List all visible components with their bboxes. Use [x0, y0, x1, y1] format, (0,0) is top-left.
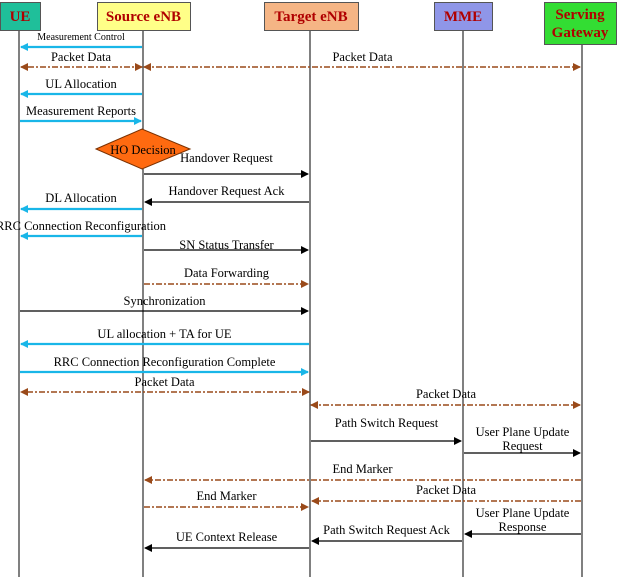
message-label: Packet Data [332, 50, 392, 64]
message-label: Data Forwarding [184, 266, 270, 280]
message-label-line2: Response [499, 520, 547, 534]
message-label: Handover Request [180, 151, 273, 165]
message-label: Packet Data [51, 50, 111, 64]
message-13: UL allocation + TA for UE [20, 327, 309, 348]
entity-box [97, 2, 191, 31]
entity-box [0, 2, 41, 31]
message-15: Packet Data [20, 375, 310, 396]
entity-label: Target eNB [274, 9, 347, 25]
ho-decision: HO Decision [94, 128, 192, 170]
entity-label: Source eNB [106, 9, 181, 25]
message-19: End Marker [144, 462, 581, 484]
entity-box [544, 2, 617, 45]
message-6: Handover Request [144, 151, 309, 178]
message-7: Handover Request Ack [144, 184, 309, 206]
message-label: UL allocation + TA for UE [97, 327, 232, 341]
message-1: Measurement Control [20, 32, 142, 51]
message-label: UL Allocation [45, 77, 117, 91]
message-9: RRC Connection Reconfiguration [0, 219, 167, 240]
message-label: RRC Connection Reconfiguration [0, 219, 167, 233]
message-label: SN Status Transfer [179, 238, 274, 252]
message-label: End Marker [332, 462, 393, 476]
message-2: Packet Data [20, 50, 143, 71]
entity-ue: UE [0, 2, 41, 31]
message-label: Packet Data [416, 483, 476, 497]
message-12: Synchronization [20, 294, 309, 315]
entity-box [434, 2, 493, 31]
entity-mme: MME [434, 2, 493, 31]
message-20: Packet Data [311, 483, 581, 505]
entity-label: MME [444, 9, 482, 25]
message-14: RRC Connection Reconfiguration Complete [20, 355, 309, 376]
decision-label: HO Decision [110, 143, 176, 157]
entity-label-line2: Gateway [552, 25, 609, 41]
message-label: UE Context Release [176, 530, 278, 544]
message-10: SN Status Transfer [144, 238, 309, 254]
message-label: User Plane Update [476, 506, 570, 520]
message-label: End Marker [196, 489, 257, 503]
decision-diamond [94, 128, 192, 170]
message-5: Measurement Reports [20, 104, 142, 125]
message-label: Handover Request Ack [169, 184, 286, 198]
message-23: Path Switch Request Ack [311, 523, 462, 545]
message-24: UE Context Release [144, 530, 309, 552]
message-label-line2: Request [502, 439, 543, 453]
message-label: Synchronization [124, 294, 207, 308]
message-label: Measurement Control [37, 32, 125, 43]
message-17: Path Switch Request [311, 416, 462, 445]
message-label: DL Allocation [45, 191, 117, 205]
message-label: User Plane Update [476, 425, 570, 439]
message-label: Packet Data [416, 387, 476, 401]
entity-label: UE [10, 9, 31, 25]
message-label: Path Switch Request [335, 416, 439, 430]
message-label: RRC Connection Reconfiguration Complete [54, 355, 276, 369]
message-8: DL Allocation [20, 191, 142, 213]
entity-source-enb: Source eNB [97, 2, 191, 31]
entity-label: Serving [555, 7, 605, 23]
message-4: UL Allocation [20, 77, 142, 98]
message-label: Measurement Reports [26, 104, 136, 118]
message-16: Packet Data [310, 387, 581, 409]
message-label: Path Switch Request Ack [323, 523, 450, 537]
message-11: Data Forwarding [144, 266, 309, 288]
message-label: Packet Data [134, 375, 194, 389]
entity-target-enb: Target eNB [264, 2, 359, 31]
message-21: End Marker [144, 489, 309, 511]
message-3: Packet Data [143, 50, 581, 71]
entity-box [264, 2, 359, 31]
